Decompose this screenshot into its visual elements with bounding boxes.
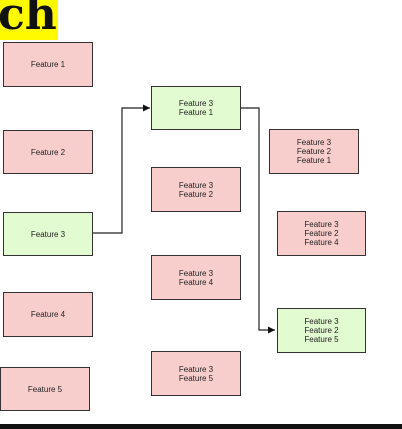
node-feature-2: Feature 2 bbox=[3, 130, 93, 174]
edge-feature31-to-feature325 bbox=[240, 107, 275, 334]
node-feature-3-5: Feature 3 Feature 5 bbox=[151, 351, 241, 396]
node-feature-3-1: Feature 3 Feature 1 bbox=[151, 86, 241, 130]
node-label: Feature 3 Feature 2 Feature 5 bbox=[304, 317, 339, 344]
node-label: Feature 2 bbox=[30, 147, 66, 157]
node-feature-5: Feature 5 bbox=[0, 367, 90, 411]
node-label: Feature 4 bbox=[30, 310, 66, 319]
node-label: Feature 3 bbox=[30, 229, 66, 239]
node-label: Feature 3 Feature 5 bbox=[178, 364, 214, 383]
node-feature-3-2-4: Feature 3 Feature 2 Feature 4 bbox=[277, 211, 366, 256]
node-feature-3-2: Feature 3 Feature 2 bbox=[151, 167, 241, 212]
node-feature-4: Feature 4 bbox=[3, 292, 93, 337]
node-feature-3: Feature 3 bbox=[3, 212, 93, 256]
node-feature-3-2-5: Feature 3 Feature 2 Feature 5 bbox=[277, 308, 366, 353]
edge-feature3-to-feature31 bbox=[93, 104, 150, 234]
node-feature-1: Feature 1 bbox=[3, 42, 93, 87]
node-label: Feature 3 Feature 2 Feature 4 bbox=[304, 220, 339, 247]
bottom-border-bar bbox=[0, 424, 402, 429]
node-feature-3-2-1: Feature 3 Feature 2 Feature 1 bbox=[269, 129, 359, 174]
node-label: Feature 3 Feature 2 Feature 1 bbox=[296, 138, 332, 165]
page-title: ch bbox=[0, 0, 58, 40]
node-label: Feature 1 bbox=[30, 60, 66, 69]
node-feature-3-4: Feature 3 Feature 4 bbox=[151, 255, 241, 300]
node-label: Feature 3 Feature 2 bbox=[178, 180, 214, 199]
node-label: Feature 3 Feature 1 bbox=[178, 99, 214, 117]
node-label: Feature 3 Feature 4 bbox=[178, 268, 214, 287]
node-label: Feature 5 bbox=[27, 384, 63, 394]
